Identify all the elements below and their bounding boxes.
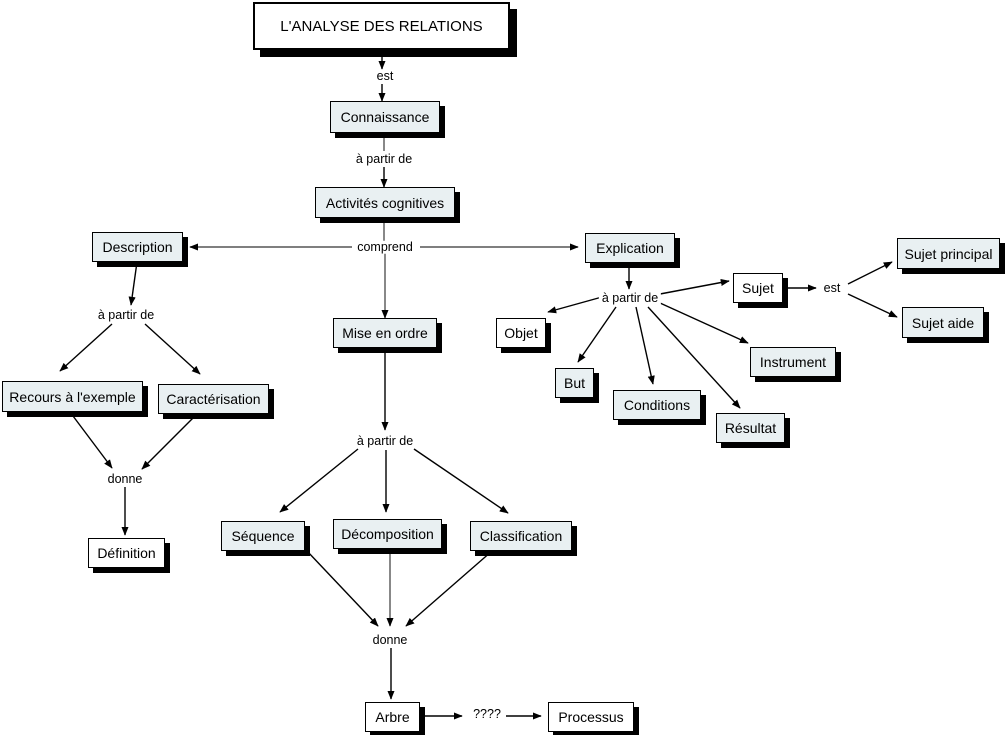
node-label: L'ANALYSE DES RELATIONS xyxy=(280,17,483,35)
node-label: Sujet principal xyxy=(904,245,993,262)
node-label: Recours à l'exemple xyxy=(9,388,136,405)
edge-apartirde-recours xyxy=(59,323,113,372)
node-explication[interactable]: Explication xyxy=(585,233,675,263)
edge-apartirde-caracterisation xyxy=(144,323,201,375)
node-connaissance[interactable]: Connaissance xyxy=(330,101,440,133)
link-label-a-partir-de-description: à partir de xyxy=(94,309,158,322)
node-processus[interactable]: Processus xyxy=(548,702,634,732)
edge-sequence-donne xyxy=(306,550,379,627)
node-label: Sujet aide xyxy=(911,314,975,331)
node-sujet-aide[interactable]: Sujet aide xyxy=(902,307,984,338)
node-sujet[interactable]: Sujet xyxy=(733,273,783,303)
edge-est-sujetprincipal xyxy=(847,261,893,285)
node-label: Classification xyxy=(479,528,563,544)
edge-classification-donne xyxy=(405,550,493,627)
node-analyse[interactable]: L'ANALYSE DES RELATIONS xyxy=(253,2,510,50)
node-label: Objet xyxy=(504,325,538,341)
node-classification[interactable]: Classification xyxy=(470,521,572,551)
node-label: Décomposition xyxy=(341,526,434,542)
node-resultat[interactable]: Résultat xyxy=(716,413,785,443)
node-objet[interactable]: Objet xyxy=(496,318,546,348)
node-label: Activités cognitives xyxy=(325,194,445,211)
edge-apartirde-sequence xyxy=(279,448,359,513)
node-mise-en-ordre[interactable]: Mise en ordre xyxy=(333,318,437,348)
link-label-est-2: est xyxy=(820,282,844,295)
edge-apartirde-conditions xyxy=(635,306,655,385)
node-label: Connaissance xyxy=(340,109,430,125)
node-label: Définition xyxy=(97,545,156,561)
edge-apartirde-sujet xyxy=(659,278,730,295)
node-instrument[interactable]: Instrument xyxy=(750,347,836,377)
node-label: Séquence xyxy=(231,528,295,544)
edge-apartirde-but xyxy=(577,306,617,363)
node-label: Résultat xyxy=(724,420,777,436)
link-label-a-partir-de-mise-en-ordre: à partir de xyxy=(353,435,417,448)
node-but[interactable]: But xyxy=(555,368,594,398)
edge-est-sujetaide xyxy=(847,293,898,318)
node-activites-cognitives[interactable]: Activités cognitives xyxy=(315,187,455,218)
node-label: But xyxy=(563,375,585,391)
edge-caracterisation-donne xyxy=(141,413,198,470)
link-label-donne-arbre: donne xyxy=(369,634,411,647)
edge-apartirde-instrument xyxy=(659,302,749,344)
node-recours-a-l-exemple[interactable]: Recours à l'exemple xyxy=(2,381,143,412)
link-label-a-partir-de-explication: à partir de xyxy=(598,292,662,305)
node-conditions[interactable]: Conditions xyxy=(613,390,701,420)
node-sequence[interactable]: Séquence xyxy=(221,521,305,551)
node-label: Explication xyxy=(596,240,664,256)
node-arbre[interactable]: Arbre xyxy=(365,702,420,732)
link-label-donne-definition: donne xyxy=(104,473,146,486)
node-label: Description xyxy=(102,239,173,255)
node-decomposition[interactable]: Décomposition xyxy=(333,519,442,549)
edge-description-apartirde xyxy=(128,261,138,306)
node-label: Arbre xyxy=(375,709,410,725)
edge-apartirde-objet xyxy=(547,296,603,314)
node-label: Mise en ordre xyxy=(342,325,428,341)
edge-apartirde-classification xyxy=(413,448,509,514)
link-label-comprend: comprend xyxy=(354,241,416,254)
link-label-est-1: est xyxy=(373,70,397,83)
edge-recours-donne xyxy=(69,411,113,469)
node-label: Sujet xyxy=(742,280,774,296)
node-label: Caractérisation xyxy=(166,391,261,407)
link-label-unknown: ???? xyxy=(470,708,504,721)
node-sujet-principal[interactable]: Sujet principal xyxy=(897,238,1000,269)
node-definition[interactable]: Définition xyxy=(88,538,165,568)
node-label: Instrument xyxy=(759,354,827,370)
node-label: Conditions xyxy=(623,397,691,413)
node-caracterisation[interactable]: Caractérisation xyxy=(158,384,269,414)
node-label: Processus xyxy=(558,709,624,725)
node-description[interactable]: Description xyxy=(92,232,183,262)
link-label-a-partir-de-connaissance: à partir de xyxy=(352,153,416,166)
